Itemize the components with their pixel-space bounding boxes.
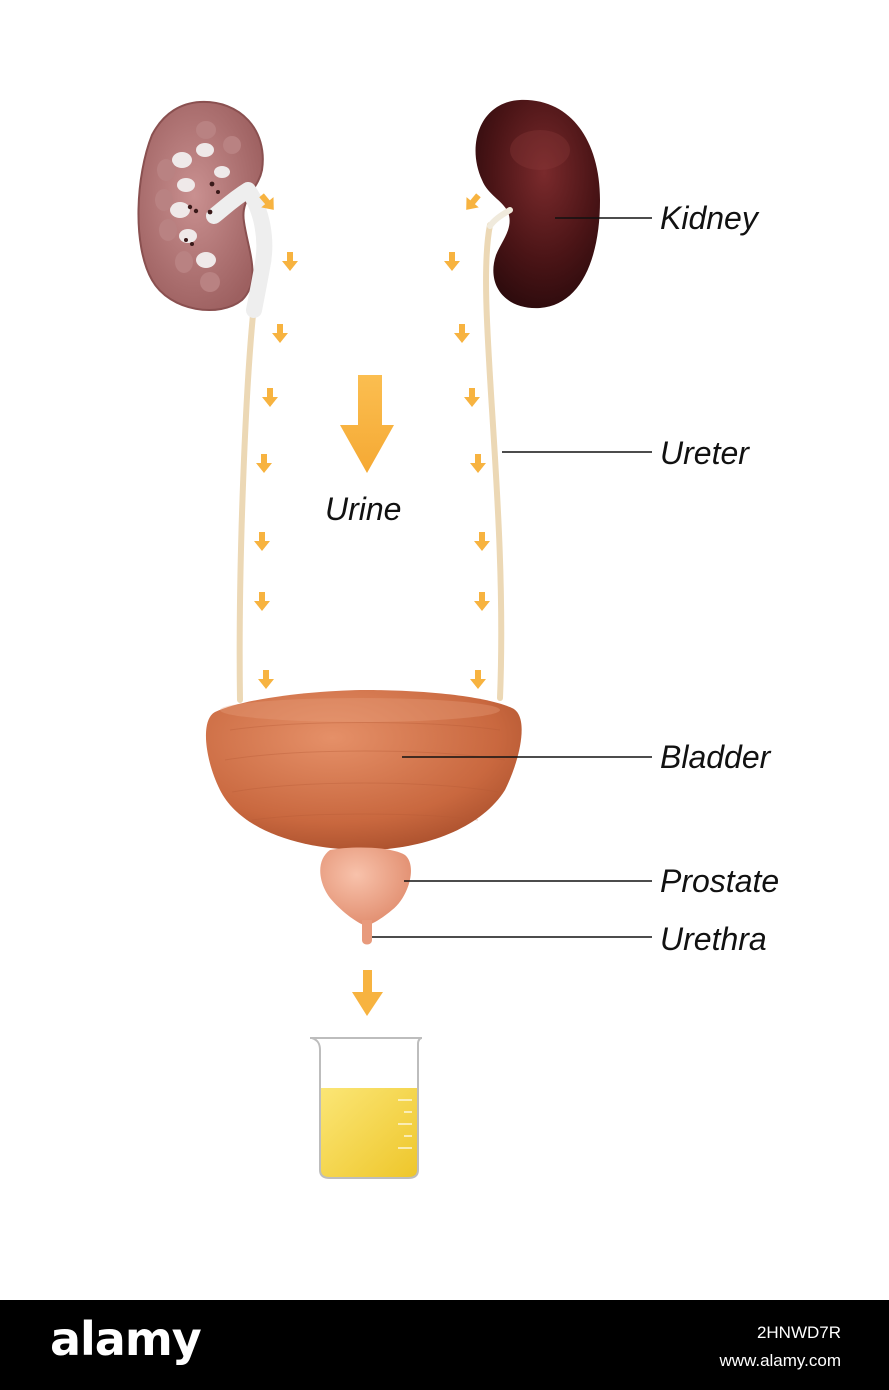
site-url: www.alamy.com	[719, 1351, 841, 1370]
urethra-label: Urethra	[660, 921, 767, 957]
left-ureter	[236, 302, 257, 703]
prostate	[320, 847, 411, 926]
drain-arrow	[352, 970, 383, 1016]
urine-flow-arrow	[340, 375, 394, 473]
bladder-label: Bladder	[660, 739, 771, 775]
kidney-cross-section	[137, 100, 273, 318]
urine-beaker	[310, 1037, 423, 1179]
kidney-whole	[475, 99, 600, 309]
kidney-label: Kidney	[660, 200, 758, 236]
watermark-footer	[0, 1300, 889, 1390]
urethra	[362, 920, 372, 945]
bladder	[205, 690, 522, 850]
prostate-label: Prostate	[660, 863, 780, 899]
urinary-system-illustration	[137, 99, 652, 1179]
diagram-canvas: Urine Kidney Ureter Bladder Prostate Ure…	[137, 99, 780, 1179]
flow-arrows-right	[444, 190, 490, 689]
urine-label: Urine	[325, 491, 402, 527]
ureter-label: Ureter	[660, 435, 749, 471]
alamy-logo: alamy	[50, 1312, 202, 1366]
image-id: 2HNWD7R	[756, 1323, 841, 1342]
right-ureter	[483, 222, 505, 701]
